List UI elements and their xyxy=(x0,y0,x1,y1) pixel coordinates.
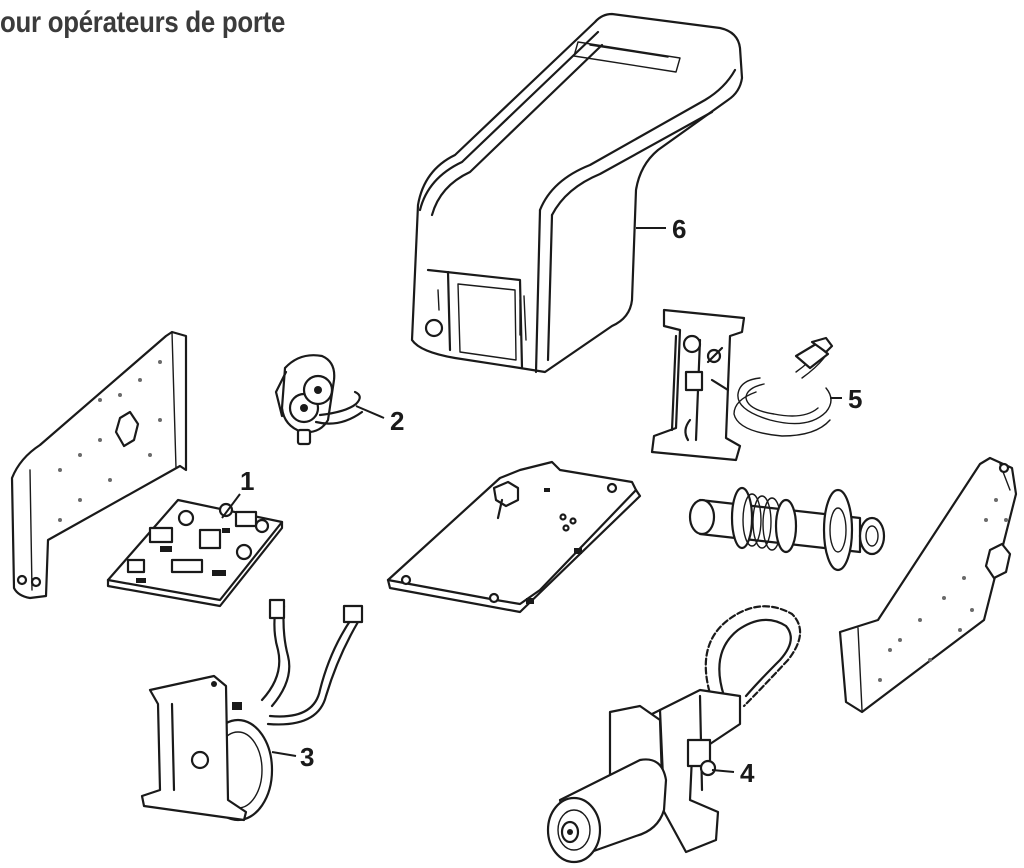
callout-4: 4 xyxy=(740,758,755,788)
callout-leaders xyxy=(221,227,842,773)
part-left-side-plate xyxy=(10,330,188,600)
leader-1 xyxy=(221,493,241,519)
part-power-cable xyxy=(733,336,834,437)
callout-1: 1 xyxy=(240,466,254,496)
page-title: our opérateurs de porte xyxy=(0,6,286,39)
part-chain-drive xyxy=(546,605,802,864)
part-motor xyxy=(140,598,364,822)
part-circuit-board xyxy=(106,498,284,608)
callout-6: 6 xyxy=(672,214,686,244)
part-gear-assembly xyxy=(274,354,364,446)
part-drive-shaft xyxy=(688,486,886,572)
part-cover-housing xyxy=(410,12,744,374)
leader-4 xyxy=(711,769,735,773)
part-limit-bracket xyxy=(650,308,746,462)
part-base-plate xyxy=(386,460,642,614)
leader-3 xyxy=(271,751,297,757)
callout-2: 2 xyxy=(390,406,404,436)
callout-5: 5 xyxy=(848,384,862,414)
part-right-side-plate xyxy=(838,456,1018,714)
leader-2 xyxy=(355,405,385,419)
callout-3: 3 xyxy=(300,742,314,772)
